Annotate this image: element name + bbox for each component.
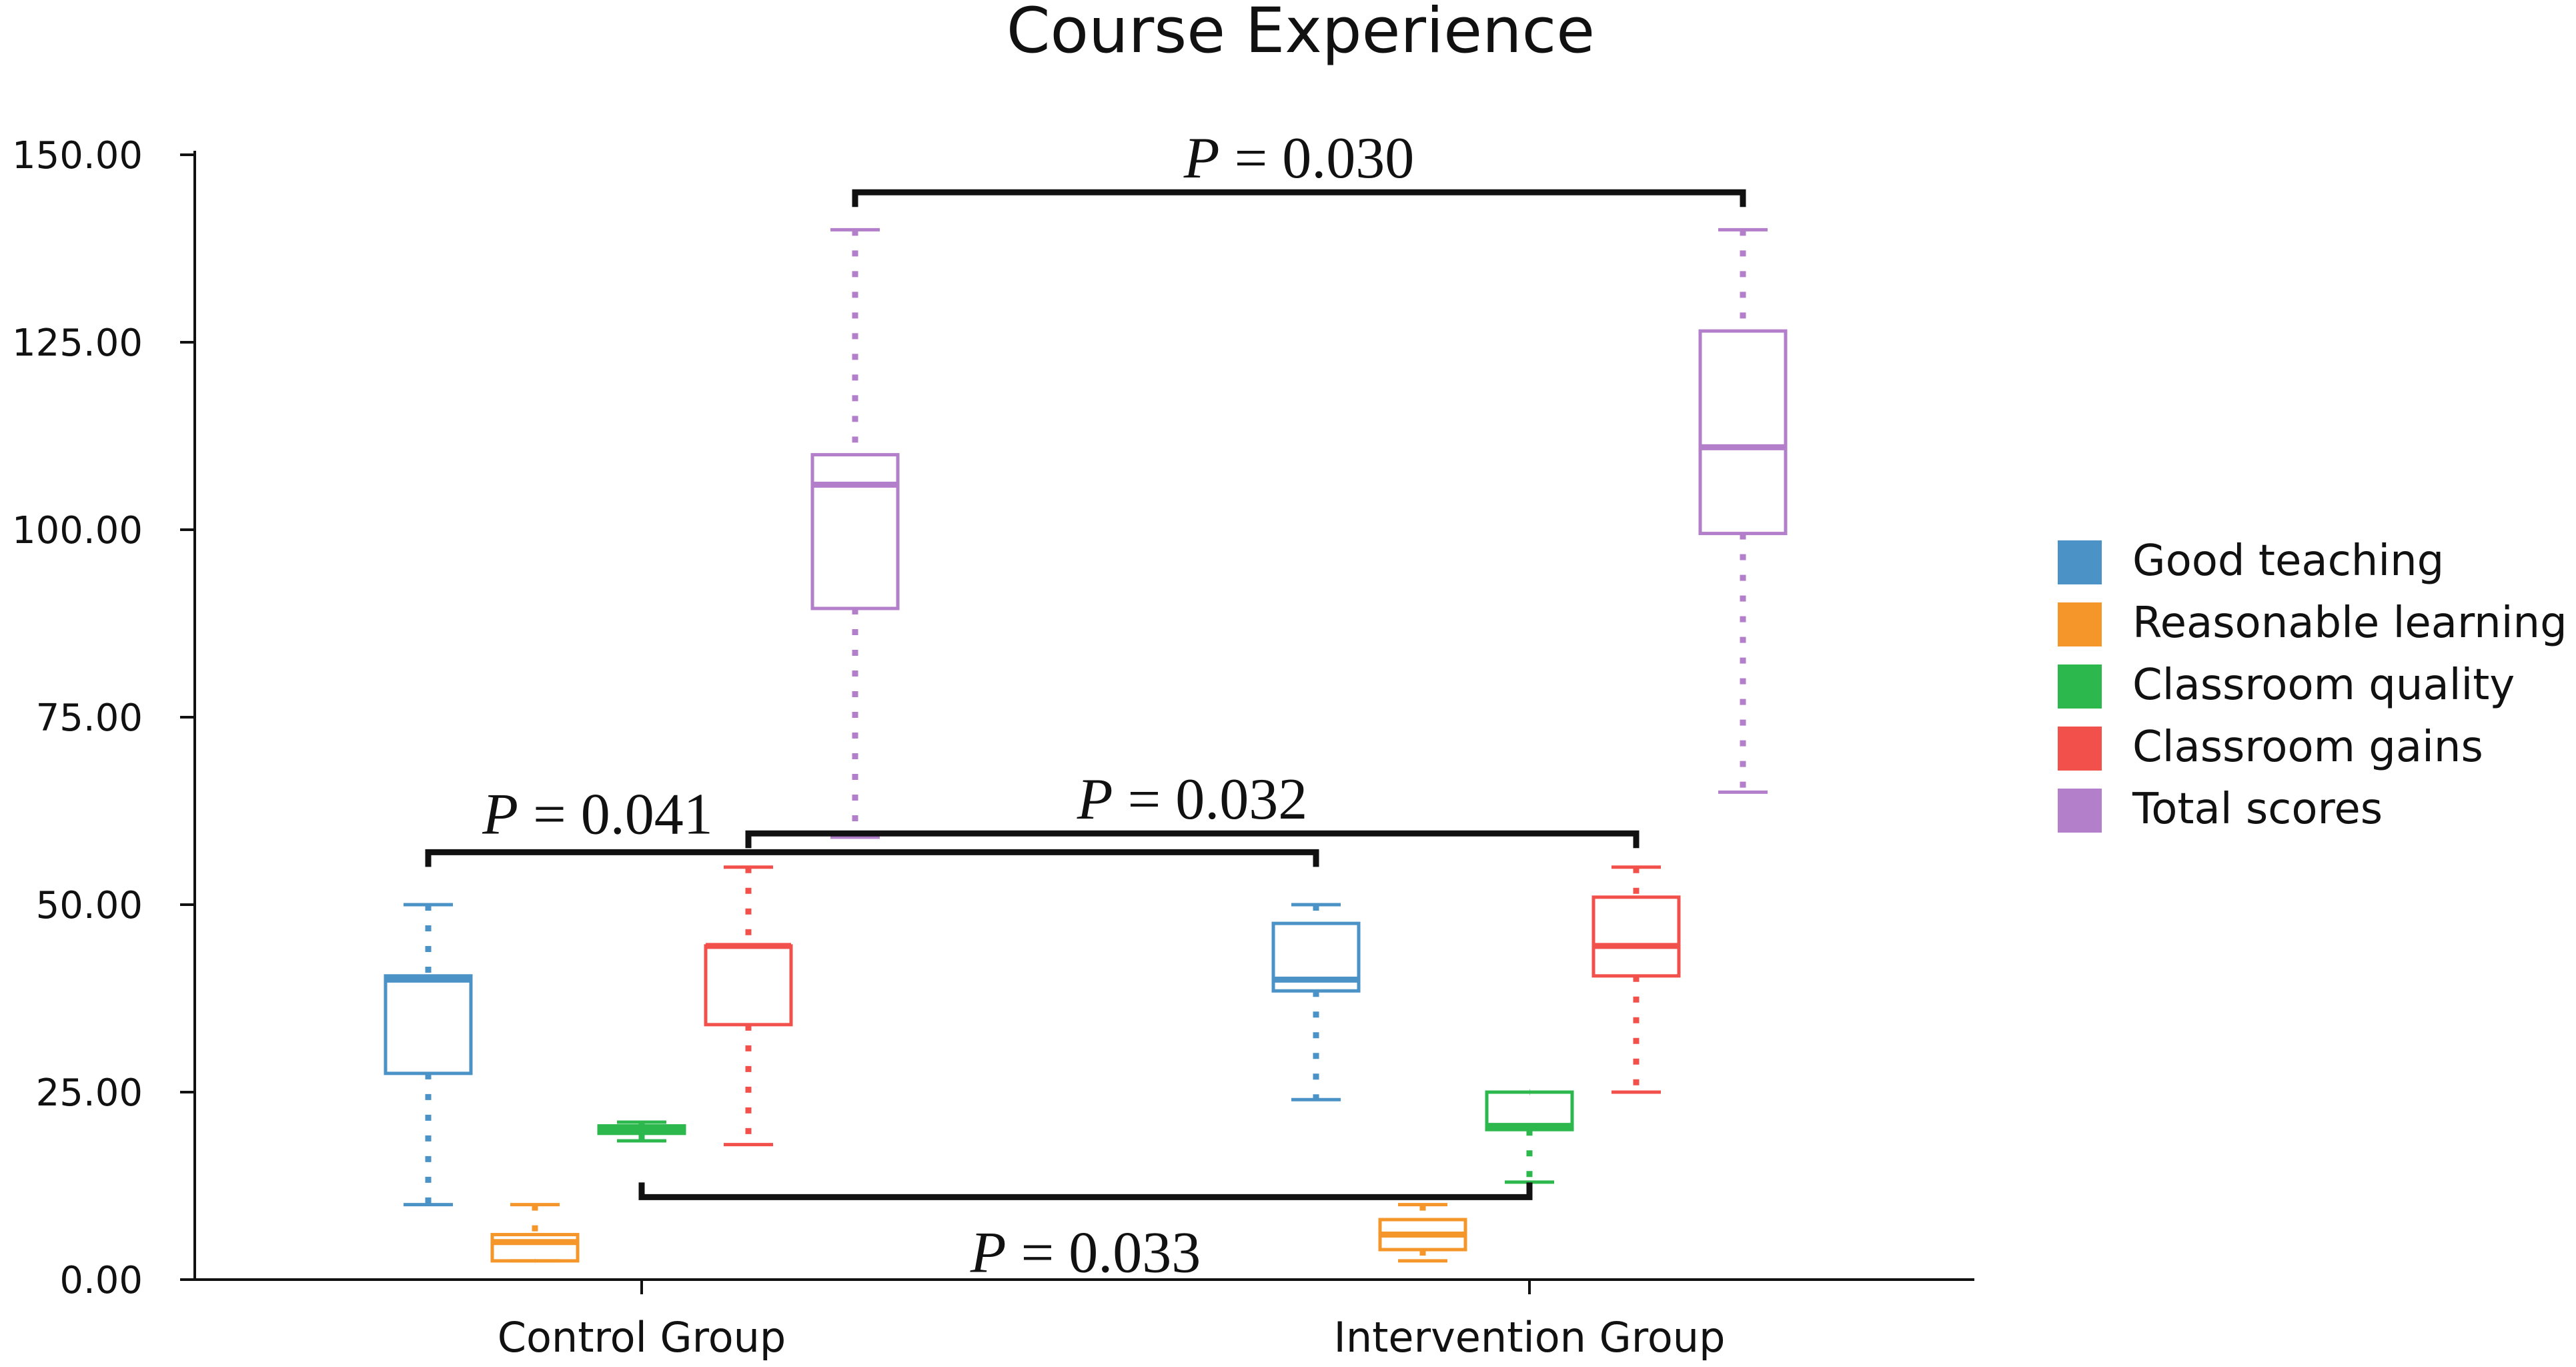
x-tick-label: Control Group (498, 1313, 786, 1362)
bracket-line (852, 189, 1746, 207)
p-symbol: P (970, 1220, 1007, 1285)
y-tick-label: 50.00 (36, 884, 143, 927)
iqr-box (810, 453, 900, 610)
iqr-box (384, 974, 473, 1075)
p-value-label: P = 0.041 (482, 782, 712, 847)
p-symbol: P (482, 782, 518, 847)
box-good-teaching-control-group (384, 903, 473, 1207)
box-total-scores-control-group (810, 227, 900, 839)
legend-swatch (2058, 540, 2102, 584)
box-classroom-quality-intervention-group (1485, 1090, 1574, 1184)
legend-swatch (2058, 727, 2102, 771)
box-classroom-gains-control-group (704, 865, 793, 1147)
legend-label: Classroom quality (2132, 660, 2515, 710)
axes: 0.00 25.00 50.00 75.00 100.00 125.00 150.00Con… (12, 134, 1974, 1362)
iqr-box (1485, 1090, 1574, 1131)
legend-label: Reasonable learning (2132, 598, 2567, 648)
p-value-bracket: P = 0.033 (638, 1182, 1533, 1285)
x-tick-label: Intervention Group (1334, 1313, 1726, 1362)
legend-item-reasonable-learning: Reasonable learning (2058, 598, 2567, 648)
chart-title: Course Experience (1007, 0, 1595, 67)
p-value-label: P = 0.033 (970, 1220, 1201, 1285)
legend-label: Total scores (2132, 785, 2383, 834)
p-value-label: P = 0.030 (1183, 126, 1414, 191)
box-good-teaching-intervention-group (1271, 903, 1361, 1101)
p-value-text: = 0.032 (1113, 767, 1308, 832)
box-classroom-quality-control-group (597, 1120, 686, 1143)
legend-label: Classroom gains (2132, 723, 2483, 772)
y-tick-label: 25.00 (36, 1071, 143, 1115)
plot-area (384, 227, 1788, 1263)
y-tick-label: 0.00 (59, 1259, 143, 1302)
iqr-box (490, 1233, 580, 1263)
box-total-scores-intervention-group (1698, 227, 1788, 794)
iqr-box (1271, 921, 1361, 993)
legend-item-classroom-quality: Classroom quality (2058, 660, 2515, 710)
bracket-line (638, 1182, 1533, 1200)
legend-item-good-teaching: Good teaching (2058, 536, 2444, 586)
p-value-bracket: P = 0.041 (425, 782, 1319, 867)
legend-swatch (2058, 602, 2102, 646)
bracket-line (745, 830, 1640, 849)
p-value-text: = 0.030 (1220, 126, 1415, 191)
legend-label: Good teaching (2132, 536, 2444, 586)
p-value-text: = 0.033 (1007, 1220, 1201, 1285)
p-symbol: P (1077, 767, 1113, 832)
y-tick-label: 150.00 (12, 134, 143, 177)
legend-item-classroom-gains: Classroom gains (2058, 723, 2483, 772)
iqr-box (1698, 329, 1788, 536)
box-classroom-gains-intervention-group (1591, 865, 1681, 1094)
p-value-bracket: P = 0.032 (745, 767, 1640, 849)
y-tick-label: 125.00 (12, 322, 143, 365)
bracket-line (425, 849, 1319, 867)
p-value-bracket: P = 0.030 (852, 126, 1746, 207)
legend-swatch (2058, 664, 2102, 709)
box-reasonable-learning-intervention-group (1378, 1203, 1467, 1263)
p-value-label: P = 0.032 (1077, 767, 1307, 832)
y-tick-label: 75.00 (36, 697, 143, 740)
iqr-box (1591, 895, 1681, 978)
iqr-box (704, 944, 793, 1027)
p-symbol: P (1183, 126, 1220, 191)
box-reasonable-learning-control-group (490, 1203, 580, 1263)
legend-swatch (2058, 789, 2102, 833)
p-value-text: = 0.041 (518, 782, 713, 847)
legend-item-total-scores: Total scores (2058, 785, 2383, 834)
y-tick-label: 100.00 (12, 509, 143, 552)
